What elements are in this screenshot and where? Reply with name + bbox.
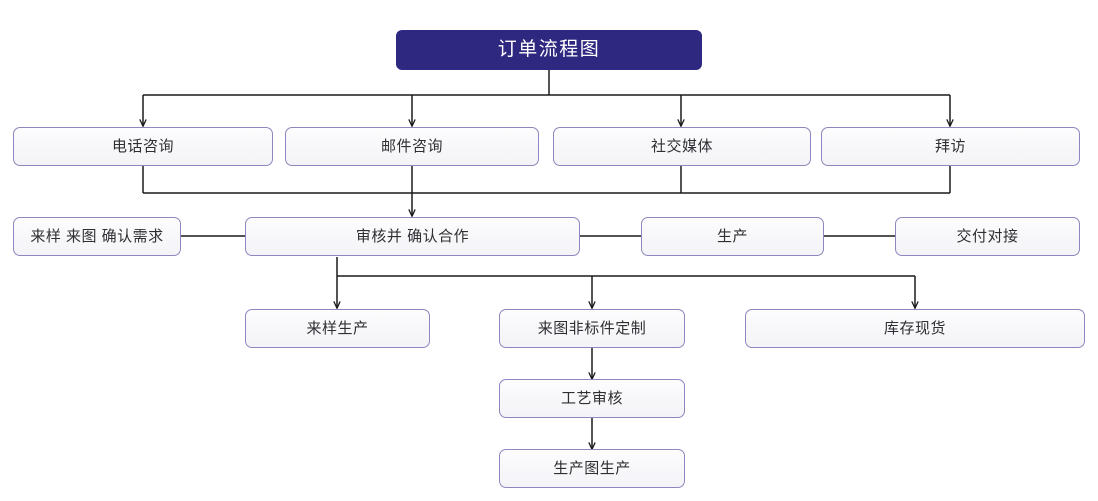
node-review-cooperation[interactable]: 审核并 确认合作	[245, 217, 580, 256]
node-process-review[interactable]: 工艺审核	[499, 379, 685, 418]
node-channel-visit[interactable]: 拜访	[821, 127, 1080, 166]
node-channel-phone[interactable]: 电话咨询	[13, 127, 273, 166]
node-production[interactable]: 生产	[641, 217, 824, 256]
node-channel-email[interactable]: 邮件咨询	[285, 127, 539, 166]
node-custom-drawing-production[interactable]: 来图非标件定制	[499, 309, 685, 348]
node-sample-production[interactable]: 来样生产	[245, 309, 430, 348]
node-channel-social-media[interactable]: 社交媒体	[553, 127, 811, 166]
node-stock-available[interactable]: 库存现货	[745, 309, 1085, 348]
node-drawing-production[interactable]: 生产图生产	[499, 449, 685, 488]
node-requirement-confirm[interactable]: 来样 来图 确认需求	[13, 217, 181, 256]
node-delivery-handover[interactable]: 交付对接	[895, 217, 1080, 256]
node-title[interactable]: 订单流程图	[396, 30, 702, 70]
